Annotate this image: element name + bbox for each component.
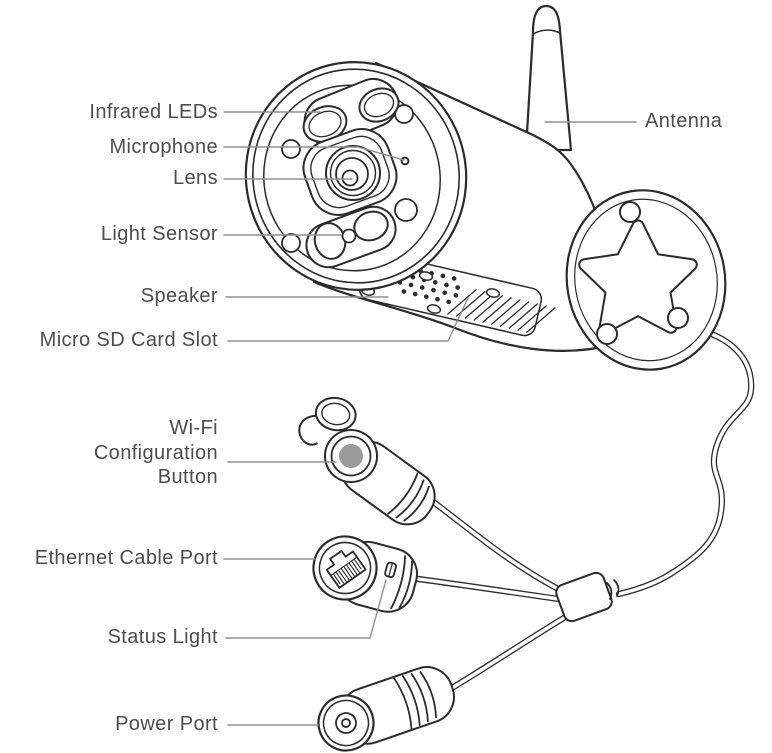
wifi-cable (424, 494, 570, 597)
label-microphone: Microphone (109, 136, 218, 158)
ethernet-cable (399, 573, 569, 604)
microphone-hole (400, 156, 410, 166)
label-light-sensor: Light Sensor (100, 223, 218, 245)
label-wifi-configuration-button: Wi-Fi Configuration Button (93, 417, 218, 488)
label-lens: Lens (173, 167, 218, 189)
wifi-connector (298, 396, 436, 526)
power-cable (448, 609, 576, 692)
antenna-drawing (524, 4, 573, 152)
label-ethernet-cable-port: Ethernet Cable Port (34, 547, 218, 569)
main-cable (615, 326, 755, 598)
leader-micro-sd (227, 297, 469, 342)
leader-microphone (223, 146, 405, 161)
light-sensor-hole (341, 228, 357, 244)
label-speaker: Speaker (140, 285, 218, 307)
leader-lines (223, 111, 637, 726)
wifi-button (339, 444, 363, 468)
label-micro-sd-card-slot: Micro SD Card Slot (39, 329, 218, 351)
ir-led-window-top (302, 78, 400, 146)
lens-assembly (302, 128, 398, 216)
sd-slot-hatch (447, 289, 556, 333)
label-infrared-leds: Infrared LEDs (89, 101, 218, 123)
label-power-port: Power Port (115, 713, 218, 735)
wifi-cap-hinge (298, 414, 318, 446)
mount-screw-holes (596, 201, 689, 345)
label-antenna: Antenna (645, 110, 723, 132)
label-status-light: Status Light (107, 626, 218, 648)
leader-status-light (225, 579, 387, 639)
rj45-jack (325, 549, 367, 589)
ir-led-window-bottom (305, 205, 397, 269)
power-connector (317, 666, 455, 752)
front-face (244, 61, 468, 291)
ethernet-connector (312, 535, 418, 613)
wifi-cap (314, 396, 357, 432)
mount-bracket (565, 189, 727, 371)
speaker-grille (397, 265, 463, 305)
status-light-indicator (384, 561, 397, 579)
junction-block (555, 571, 620, 623)
mount-star-cutout (578, 219, 698, 334)
